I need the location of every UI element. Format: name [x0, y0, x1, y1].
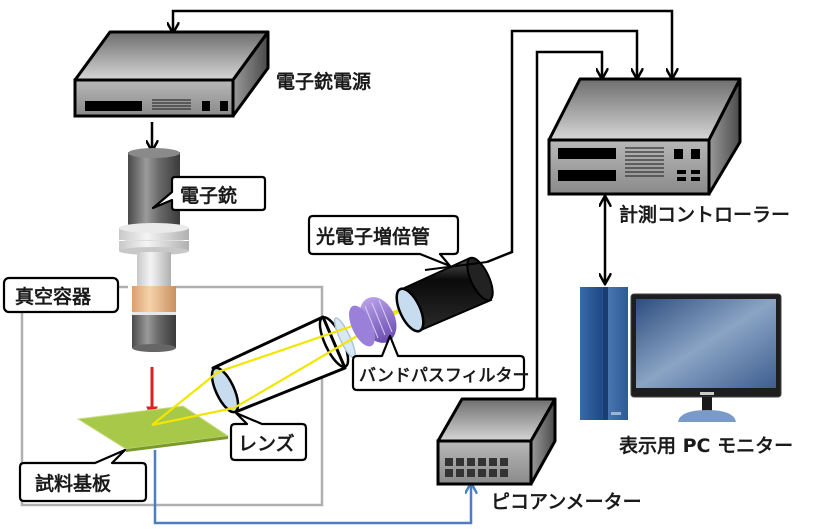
lens-tube — [210, 315, 357, 414]
wire-pmt-controller — [486, 29, 637, 264]
light-path — [151, 306, 406, 427]
label-electron-gun: 電子銃 — [180, 184, 237, 207]
wire-picoammeter-controller — [535, 50, 602, 400]
electron-gun — [119, 148, 189, 352]
wire-controller-gunpower — [173, 9, 672, 78]
pc-tower — [580, 287, 628, 420]
label-pc-monitor: 表示用 PC モニター — [619, 434, 793, 457]
picoammeter — [436, 397, 557, 486]
callout-pmt: 光電子増倍管 — [307, 214, 460, 268]
photomultiplier-tube — [395, 256, 494, 333]
pc-monitor — [630, 293, 782, 422]
connection-wires — [152, 9, 672, 525]
label-bandpass-filter: バンドパスフィルター — [359, 366, 530, 386]
callout-vacuum-chamber: 真空容器 — [2, 276, 120, 314]
bandpass-filter — [349, 297, 397, 347]
callout-lens: レンズ — [229, 411, 308, 462]
label-controller: 計測コントローラー — [619, 203, 790, 226]
callout-electron-gun: 電子銃 — [151, 175, 267, 212]
label-pmt: 光電子増倍管 — [315, 225, 430, 248]
measurement-controller — [547, 77, 742, 196]
label-picoammeter: ピコアンメーター — [491, 491, 642, 513]
label-sample-substrate: 試料基板 — [35, 472, 112, 495]
label-gun-power: 電子銃電源 — [276, 70, 371, 93]
gun-power-supply — [73, 30, 270, 118]
label-vacuum-chamber: 真空容器 — [15, 285, 92, 308]
callout-sample-substrate: 試料基板 — [18, 448, 148, 503]
label-lens: レンズ — [238, 432, 295, 455]
picoammeter-ports — [445, 458, 508, 477]
callout-bandpass-filter: バンドパスフィルター — [351, 334, 530, 392]
wire-substrate-picoammeter — [153, 450, 471, 525]
